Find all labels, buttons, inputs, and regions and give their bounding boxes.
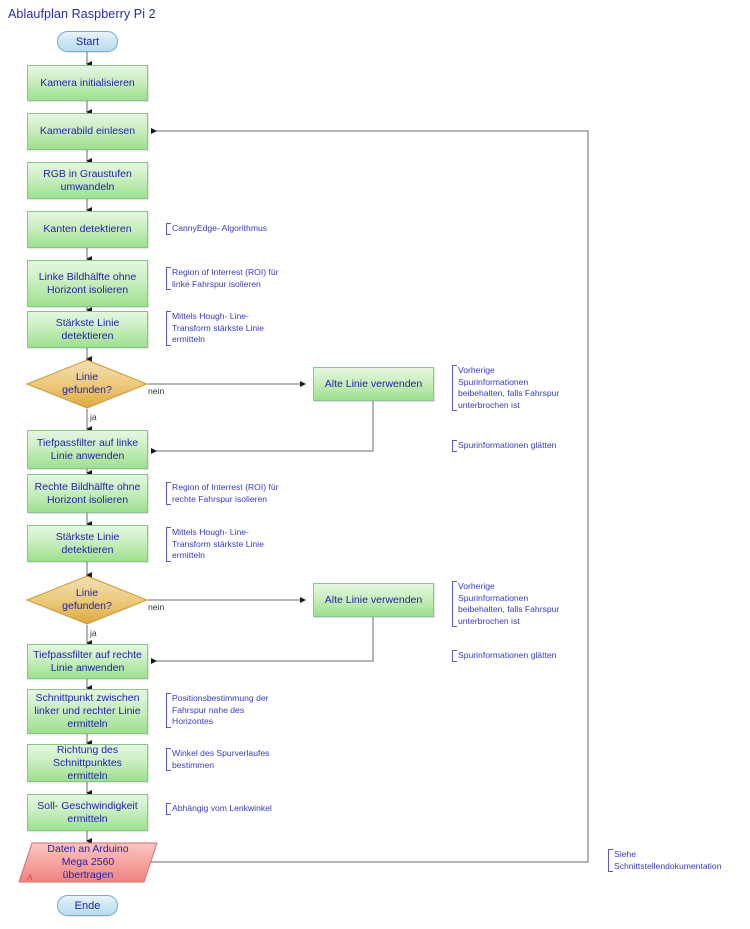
send-arduino-line2: Mega 2560 <box>61 856 115 868</box>
send-arduino-label: Daten an Arduino Mega 2560 übertragen <box>18 842 158 883</box>
node-isolate-left-half[interactable]: Linke Bildhälfte ohne Horizont isolieren <box>27 260 148 307</box>
node-strongest-line-left[interactable]: Stärkste Linie detektieren <box>27 311 148 348</box>
diamond-shape <box>26 575 148 625</box>
node-send-arduino[interactable]: Daten an Arduino Mega 2560 übertragen A <box>18 842 158 883</box>
decision-left-line2: gefunden? <box>62 384 112 396</box>
edge-label-nein-right: nein <box>148 602 165 612</box>
edge-label-ja-left: ja <box>90 412 97 422</box>
node-read-image[interactable]: Kamerabild einlesen <box>27 113 148 150</box>
annotation-interface-doc: Siehe Schnittstellendokumentation <box>608 849 744 872</box>
node-rgb-to-gray-label: RGB in Graustufen umwandeln <box>43 167 132 193</box>
node-lowpass-right[interactable]: Tiefpassfilter auf rechte Linie anwenden <box>27 644 148 679</box>
node-target-speed[interactable]: Soll- Geschwindigkeit ermitteln <box>27 794 148 831</box>
decision-right-label: Linie gefunden? <box>26 575 148 625</box>
annotation-roi-left: Region of Interrest (ROI) für linke Fahr… <box>166 267 312 290</box>
node-decision-line-found-left[interactable]: Linie gefunden? <box>26 359 148 409</box>
annotation-steering: Abhängig vom Lenkwinkel <box>166 803 302 815</box>
node-strongest-line-right[interactable]: Stärkste Linie detektieren <box>27 525 148 562</box>
annotation-roi-right: Region of Interrest (ROI) für rechte Fah… <box>166 482 312 505</box>
send-arduino-line3: übertragen <box>62 869 114 881</box>
node-strongest-line-right-label: Stärkste Linie detektieren <box>55 530 120 556</box>
decision-left-label: Linie gefunden? <box>26 359 148 409</box>
node-lowpass-left[interactable]: Tiefpassfilter auf linke Linie anwenden <box>27 430 148 469</box>
node-lowpass-right-label: Tiefpassfilter auf rechte Linie anwenden <box>33 648 142 674</box>
annotation-smooth-left: Spurinformationen glätten <box>452 440 588 452</box>
node-end[interactable]: Ende <box>57 895 118 916</box>
node-start[interactable]: Start <box>57 31 118 52</box>
node-rgb-to-gray[interactable]: RGB in Graustufen umwandeln <box>27 162 148 199</box>
node-detect-edges[interactable]: Kanten detektieren <box>27 211 148 248</box>
page-title: Ablaufplan Raspberry Pi 2 <box>8 7 156 21</box>
node-intersection[interactable]: Schnittpunkt zwischen linker und rechter… <box>27 689 148 734</box>
decision-right-line2: gefunden? <box>62 600 112 612</box>
annotation-old-line-right: Vorherige Spurinformationen beibehalten,… <box>452 581 580 627</box>
node-read-image-label: Kamerabild einlesen <box>39 125 136 137</box>
parallelogram-shape <box>18 842 158 883</box>
node-init-camera-label: Kamera initialisieren <box>40 76 135 89</box>
annotation-canny: CannyEdge- Algorithmus <box>166 223 302 235</box>
diamond-shape <box>26 359 148 409</box>
node-lowpass-left-label: Tiefpassfilter auf linke Linie anwenden <box>36 436 139 462</box>
node-isolate-left-half-label: Linke Bildhälfte ohne Horizont isolieren <box>38 270 137 296</box>
node-use-old-line-right[interactable]: Alte Linie verwenden <box>313 583 434 617</box>
node-isolate-right-half[interactable]: Rechte Bildhälfte ohne Horizont isoliere… <box>27 474 148 513</box>
node-strongest-line-left-label: Stärkste Linie detektieren <box>55 316 120 342</box>
connector-mark-a: A <box>27 873 33 882</box>
node-direction-label: Richtung des Schnittpunktes ermitteln <box>53 743 122 782</box>
annotation-angle: Winkel des Spurverlaufes bestimmen <box>166 748 302 771</box>
node-decision-line-found-right[interactable]: Linie gefunden? <box>26 575 148 625</box>
node-use-old-line-left[interactable]: Alte Linie verwenden <box>313 367 434 401</box>
annotation-old-line-left: Vorherige Spurinformationen beibehalten,… <box>452 365 580 411</box>
edge-label-ja-right: ja <box>90 628 97 638</box>
decision-right-line1: Linie <box>75 587 99 599</box>
node-end-label: Ende <box>74 899 101 912</box>
node-target-speed-label: Soll- Geschwindigkeit ermitteln <box>37 799 138 825</box>
node-detect-edges-label: Kanten detektieren <box>43 223 132 235</box>
node-start-label: Start <box>75 35 100 48</box>
node-init-camera[interactable]: Kamera initialisieren <box>27 65 148 101</box>
annotation-hough-left: Mittels Hough- Line- Transform stärkste … <box>166 311 302 346</box>
send-arduino-line1: Daten an Arduino <box>47 843 129 855</box>
annotation-smooth-right: Spurinformationen glätten <box>452 650 588 662</box>
decision-left-line1: Linie <box>75 371 99 383</box>
node-direction[interactable]: Richtung des Schnittpunktes ermitteln <box>27 744 148 782</box>
node-intersection-label: Schnittpunkt zwischen linker und rechter… <box>34 692 141 730</box>
node-use-old-line-right-label: Alte Linie verwenden <box>324 593 423 606</box>
annotation-hough-right: Mittels Hough- Line- Transform stärkste … <box>166 527 302 562</box>
annotation-position: Positionsbestimmung der Fahrspur nahe de… <box>166 693 302 728</box>
node-use-old-line-left-label: Alte Linie verwenden <box>324 377 423 390</box>
node-isolate-right-half-label: Rechte Bildhälfte ohne Horizont isoliere… <box>34 480 141 506</box>
edge-label-nein-left: nein <box>148 386 165 396</box>
